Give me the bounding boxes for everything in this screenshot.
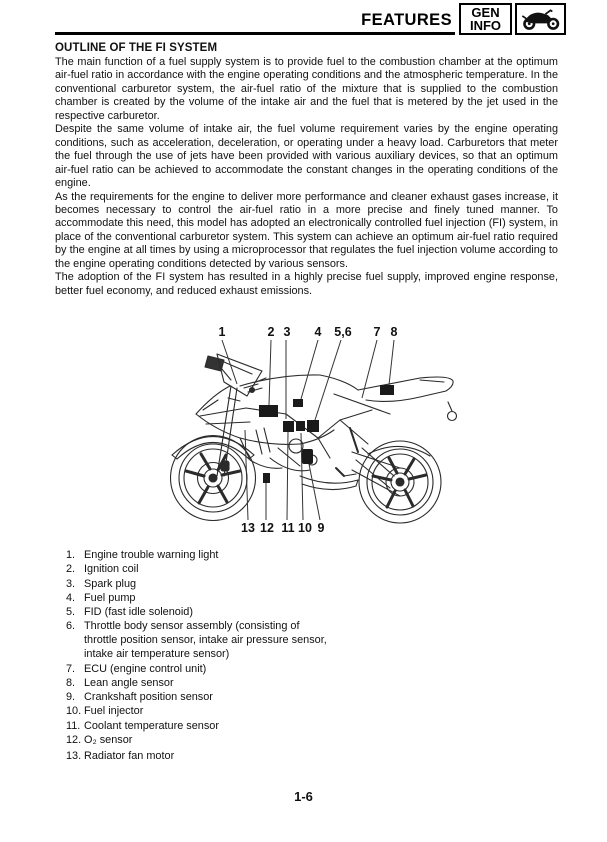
parts-list: 1. Engine trouble warning light 2. Ignitio… — [66, 549, 328, 764]
parts-list-item: 7. ECU (engine control unit) — [66, 663, 328, 677]
parts-list-item: 5. FID (fast idle solenoid) — [66, 606, 328, 620]
item-number: 5. — [66, 606, 76, 619]
crankshaft-sensor-marker — [302, 449, 313, 464]
callout-5-6: 5,6 — [334, 325, 351, 339]
body-text: The main function of a fuel supply syste… — [55, 56, 558, 298]
throttle-body-marker-b — [296, 421, 305, 431]
parts-list-item: 2. Ignition coil — [66, 563, 328, 577]
parts-list-item: 9. Crankshaft position sensor — [66, 691, 328, 705]
item-label: Crankshaft position sensor — [84, 691, 213, 704]
fuel-pump-marker — [293, 399, 303, 407]
paragraph-2: Despite the same volume of intake air, t… — [55, 123, 558, 190]
callout-11: 11 — [281, 521, 294, 535]
item-number: 10. — [66, 705, 82, 718]
callout-10: 10 — [298, 521, 312, 535]
throttle-body-marker-c — [307, 420, 319, 432]
gen-info-tab: GEN INFO — [459, 3, 512, 35]
item-label: ECU (engine control unit) — [84, 662, 207, 675]
item-label: Engine trouble warning light — [84, 549, 219, 561]
callout-2: 2 — [268, 325, 275, 339]
item-number: 13. — [66, 749, 82, 762]
section-heading: OUTLINE OF THE FI SYSTEM — [55, 42, 218, 54]
component-markers — [259, 385, 394, 483]
item-label: Lean angle sensor — [84, 676, 174, 689]
item-number: 4. — [66, 591, 76, 604]
callout-4: 4 — [315, 325, 322, 339]
parts-list-item: 12.O₂ sensor — [66, 734, 328, 748]
item-number: 12. — [66, 734, 82, 747]
motorcycle-line-art — [169, 353, 458, 524]
item-number: 1. — [66, 549, 76, 561]
parts-list-item: 6. Throttle body sensor assembly (consist… — [66, 620, 328, 662]
item-label: Fuel injector — [84, 705, 144, 718]
item-number: 8. — [66, 676, 76, 689]
header-rule — [55, 32, 455, 35]
page-title: FEATURES — [361, 11, 452, 29]
callout-13: 13 — [241, 521, 255, 535]
callout-1: 1 — [219, 325, 226, 339]
parts-list-item: 13.Radiator fan motor — [66, 750, 328, 764]
page-number: 1-6 — [294, 789, 313, 804]
parts-list-item: 4. Fuel pump — [66, 592, 328, 606]
parts-list-item: 10.Fuel injector — [66, 705, 328, 719]
item-label: Fuel pump — [84, 591, 136, 604]
paragraph-4: The adoption of the FI system has result… — [55, 271, 558, 297]
item-number: 6. — [66, 620, 76, 633]
callout-8: 8 — [391, 325, 398, 339]
o2-sensor-marker — [263, 473, 270, 483]
parts-list-item: 8. Lean angle sensor — [66, 677, 328, 691]
callout-7: 7 — [374, 325, 381, 339]
paragraph-1: The main function of a fuel supply syste… — [55, 56, 558, 122]
parts-list-item: 1. Engine trouble warning light — [66, 549, 328, 563]
item-number: 11. — [66, 719, 81, 732]
item-label: Coolant temperature sensor — [84, 719, 219, 732]
paragraph-3: As the requirements for the engine to de… — [55, 190, 558, 270]
item-label: Throttle body sensor assembly (consistin… — [84, 620, 327, 661]
throttle-body-marker-a — [283, 421, 294, 432]
item-label: Ignition coil — [84, 563, 139, 576]
item-label: Radiator fan motor — [84, 749, 175, 762]
item-number: 9. — [66, 691, 76, 704]
callout-3: 3 — [284, 325, 291, 339]
gen-info-line1: GEN — [471, 4, 500, 20]
parts-list-item: 11.Coolant temperature sensor — [66, 720, 328, 734]
item-label: Spark plug — [84, 577, 137, 590]
item-label: FID (fast idle solenoid) — [84, 606, 193, 619]
callout-leader-lines — [221, 339, 395, 521]
callout-9: 9 — [318, 521, 325, 535]
callout-12: 12 — [260, 521, 274, 535]
item-number: 3. — [66, 577, 76, 590]
lean-angle-sensor-marker — [380, 385, 394, 395]
chapter-icon-box — [515, 3, 566, 35]
fi-system-diagram: 1 2 3 4 5,6 7 8 13 12 11 10 9 — [169, 325, 458, 535]
item-label: O₂ sensor — [84, 734, 133, 747]
motorcycle-icon — [521, 9, 559, 30]
ignition-coil-marker — [259, 405, 278, 417]
item-number: 2. — [66, 563, 76, 576]
parts-list-item: 3. Spark plug — [66, 578, 328, 592]
item-number: 7. — [66, 662, 76, 675]
gen-info-line2: INFO — [469, 18, 502, 33]
